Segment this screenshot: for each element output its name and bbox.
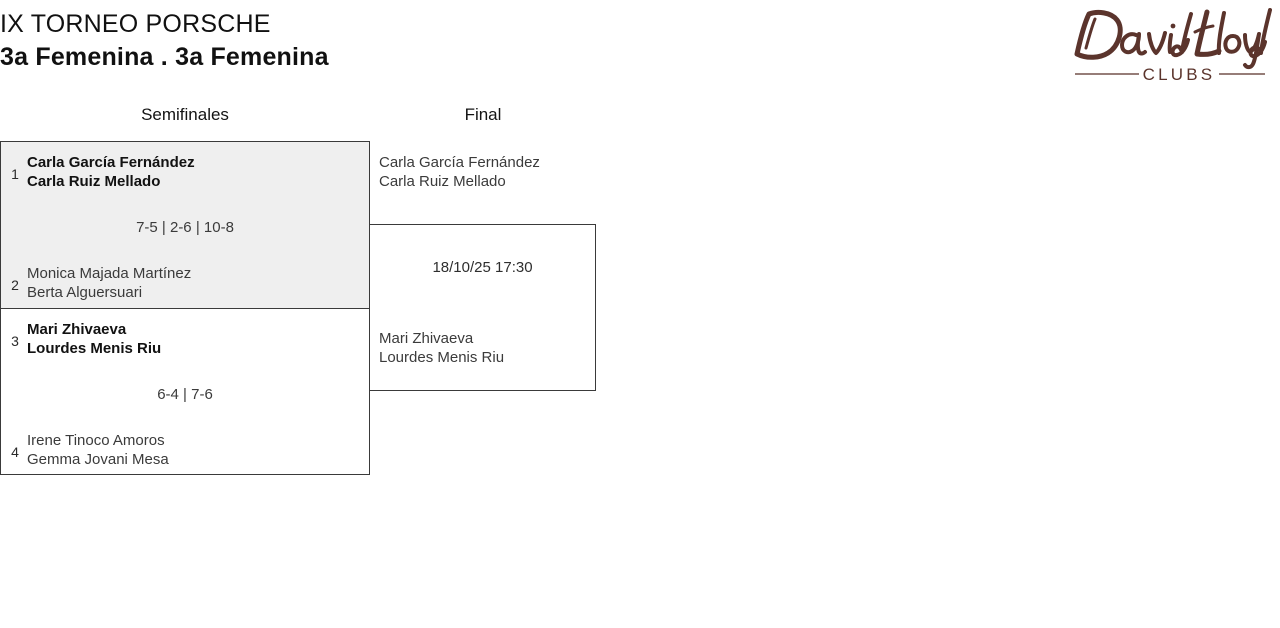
team-semifinal-1-bottom[interactable]: Monica Majada Martínez Berta Alguersuari bbox=[27, 264, 191, 302]
svg-text:CLUBS: CLUBS bbox=[1143, 65, 1216, 84]
seed-number: 3 bbox=[11, 333, 19, 349]
team-semifinal-1-top[interactable]: Carla García Fernández Carla Ruiz Mellad… bbox=[27, 153, 195, 191]
match-semifinal-2[interactable]: 3 Mari Zhivaeva Lourdes Menis Riu 6-4 | … bbox=[0, 308, 370, 475]
match-final[interactable]: Carla García Fernández Carla Ruiz Mellad… bbox=[369, 154, 596, 391]
player-name: Mari Zhivaeva bbox=[27, 321, 127, 338]
team-semifinal-2-top[interactable]: Mari Zhivaeva Lourdes Menis Riu bbox=[27, 320, 161, 358]
player-name: Lourdes Menis Riu bbox=[27, 340, 162, 357]
seed-number: 2 bbox=[11, 277, 19, 293]
page-header: IX TORNEO PORSCHE 3a Femenina . 3a Femen… bbox=[0, 8, 760, 74]
match-semifinal-1[interactable]: 1 Carla García Fernández Carla Ruiz Mell… bbox=[0, 141, 370, 309]
match-score: 6-4 | 7-6 bbox=[157, 386, 213, 403]
round-header-final: Final bbox=[464, 105, 502, 124]
team-final-top[interactable]: Carla García Fernández Carla Ruiz Mellad… bbox=[379, 153, 540, 191]
final-datetime: 18/10/25 17:30 bbox=[432, 259, 533, 276]
player-name: Monica Majada Martínez bbox=[27, 265, 192, 282]
player-name: Carla Ruiz Mellado bbox=[27, 173, 161, 190]
match-score: 7-5 | 2-6 | 10-8 bbox=[136, 219, 234, 236]
david-lloyd-clubs-logo: CLUBS bbox=[1067, 2, 1272, 86]
player-name: Gemma Jovani Mesa bbox=[27, 451, 169, 468]
team-final-bottom[interactable]: Mari Zhivaeva Lourdes Menis Riu bbox=[379, 329, 504, 367]
player-name: Mari Zhivaeva bbox=[379, 330, 474, 347]
seed-number: 4 bbox=[11, 444, 19, 460]
team-semifinal-2-bottom[interactable]: Irene Tinoco Amoros Gemma Jovani Mesa bbox=[27, 431, 169, 469]
player-name: Irene Tinoco Amoros bbox=[27, 432, 165, 449]
player-name: Carla García Fernández bbox=[27, 154, 195, 171]
round-header-semifinals: Semifinales bbox=[141, 105, 229, 124]
player-name: Carla Ruiz Mellado bbox=[379, 173, 506, 190]
tournament-title: IX TORNEO PORSCHE bbox=[0, 10, 271, 38]
seed-number: 1 bbox=[11, 166, 19, 182]
player-name: Lourdes Menis Riu bbox=[379, 349, 505, 366]
player-name: Carla García Fernández bbox=[379, 154, 540, 171]
player-name: Berta Alguersuari bbox=[27, 284, 143, 301]
category-subtitle: 3a Femenina . 3a Femenina bbox=[0, 43, 329, 71]
